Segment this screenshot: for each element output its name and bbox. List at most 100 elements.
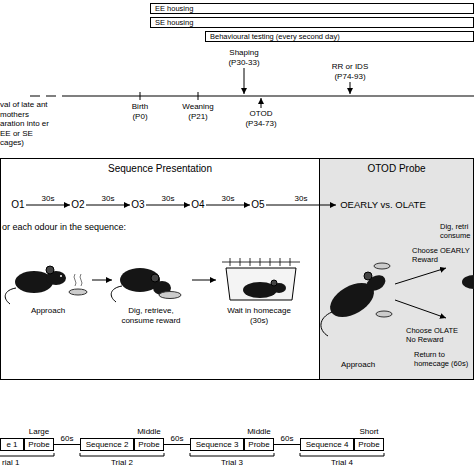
testing-bar: Behavioural testing (every second day): [205, 31, 474, 42]
node-text: e 1: [1, 439, 23, 450]
probe-box: LargeProbe: [24, 438, 54, 451]
node-text: Probe: [245, 439, 273, 450]
odour-node: O4: [190, 199, 206, 211]
node-text: O1: [10, 199, 26, 211]
timeline-tick: [198, 92, 199, 100]
timeline-arrow: [350, 82, 351, 94]
annotation: Trial 3: [212, 458, 252, 468]
annotation: Approach: [330, 360, 386, 370]
annotation: Trial 4: [322, 458, 362, 468]
node-text: Sequence 3: [191, 439, 243, 450]
node-text: Probe: [25, 439, 53, 450]
trial-bracket: [190, 453, 274, 456]
probe-length: Short: [355, 427, 383, 437]
probe-box: MiddleProbe: [134, 438, 164, 451]
mouse-ear: [46, 266, 54, 274]
node-text: Behavioural testing (every second day): [210, 32, 473, 41]
step-arrow: [92, 280, 112, 281]
connector: [54, 444, 80, 445]
trial-bracket: [300, 453, 384, 456]
annotation: Trial 2: [102, 458, 142, 468]
dish: [374, 263, 390, 269]
edge-label: 30s: [88, 194, 128, 203]
connector: [26, 205, 70, 206]
probe-box: ShortProbe: [354, 438, 384, 451]
node-text: O4: [190, 199, 206, 211]
node-text: OTOD Probe: [320, 163, 473, 175]
mouse-ear: [364, 272, 372, 280]
mouse-body: [15, 271, 53, 293]
annotation: Choose OLATE No Reward: [406, 326, 466, 344]
trial-bracket: [0, 453, 54, 456]
annotation: RR or IDS (P74-93): [328, 62, 372, 81]
edge-label: 60s: [157, 434, 197, 443]
timeline-tick: [140, 92, 141, 100]
edge-label: 30s: [148, 194, 188, 203]
annotation: rial 1: [2, 458, 32, 468]
connector: [86, 205, 130, 206]
odour-node: O5: [250, 199, 266, 211]
timeline-axis: [62, 95, 474, 96]
connector: [164, 444, 190, 445]
annotation: Dig, retrieve, consume reward: [118, 306, 184, 325]
annotation: Wait in homecage (30s): [226, 306, 292, 325]
annotation: val of late ant mothers aration into er …: [0, 100, 52, 148]
edge-label: 30s: [281, 194, 321, 203]
annotation: consume: [440, 231, 474, 240]
mouse-wait: [243, 280, 286, 298]
edge-label: 30s: [28, 194, 68, 203]
annotation: OTOD (P34-73): [240, 109, 282, 128]
sequence-box: Sequence 3: [190, 438, 244, 451]
probe-length: Large: [25, 427, 53, 437]
node-text: OEARLY vs. OLATE: [336, 199, 430, 211]
housing-bar: SE housing: [150, 17, 474, 28]
probe-choice: OEARLY vs. OLATE: [336, 199, 430, 211]
connector: [266, 205, 336, 206]
node-text: SE housing: [155, 18, 473, 27]
connector: [206, 205, 250, 206]
dish: [69, 289, 87, 295]
edge-label: 60s: [267, 434, 307, 443]
node-text: O2: [70, 199, 86, 211]
probe-length: Middle: [135, 427, 163, 437]
homecage: [226, 268, 296, 300]
annotation: Birth (P0): [124, 102, 156, 121]
timeline-arrow: [261, 98, 262, 108]
annotation: Choose OEARLY Reward: [412, 246, 472, 264]
node-text: O3: [130, 199, 146, 211]
mouse-ear: [271, 280, 277, 286]
node-text: Sequence 4: [301, 439, 353, 450]
odour-node: O2: [70, 199, 86, 211]
housing-bar: EE housing: [150, 3, 474, 14]
dish: [159, 292, 181, 299]
node-text: O5: [250, 199, 266, 211]
annotation: or each odour in the sequence:: [2, 222, 202, 233]
step-arrow: [192, 280, 216, 281]
node-text: EE housing: [155, 4, 473, 13]
annotation: Return to homecage (60s): [414, 350, 474, 368]
timeline-arrow: [244, 68, 245, 94]
node-text: Sequence 2: [81, 439, 133, 450]
mouse-ear: [151, 274, 159, 282]
sequence-box: Sequence 2: [80, 438, 134, 451]
mouse-eye: [60, 275, 62, 277]
annotation: Dig, retri: [440, 222, 474, 231]
probe-length: Middle: [245, 427, 273, 437]
probe-panel: OTOD ProbeOEARLY vs. OLATE: [319, 158, 474, 380]
timeline-break: [30, 95, 56, 96]
trial-bracket: [80, 453, 164, 456]
annotation: Weaning (P21): [178, 102, 218, 121]
dish: [376, 311, 392, 317]
probe-box: MiddleProbe: [244, 438, 274, 451]
annotation: Approach: [18, 306, 78, 316]
odour-node: O3: [130, 199, 146, 211]
edge-label: 60s: [47, 434, 87, 443]
sequence-box: Sequence 4: [300, 438, 354, 451]
annotation: Shaping (P30-33): [222, 48, 266, 67]
node-text: Probe: [355, 439, 383, 450]
connector: [146, 205, 190, 206]
sequence-box: e 1: [0, 438, 24, 451]
